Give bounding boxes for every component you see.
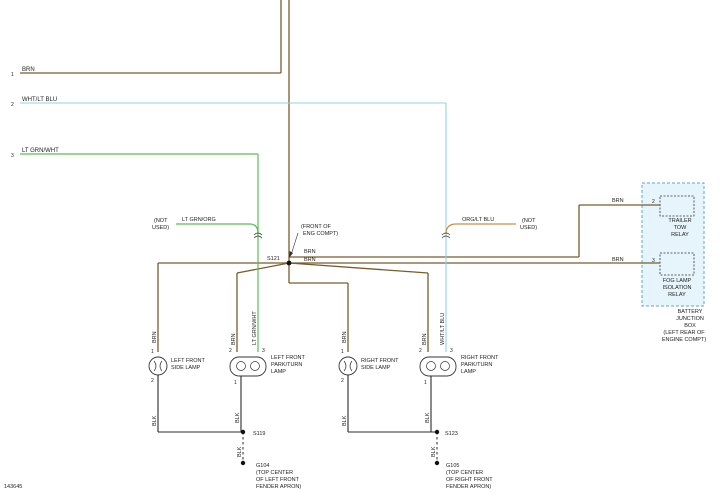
wht-lt-blu-wiring: [20, 102, 447, 352]
blk-ground-wiring: [157, 375, 437, 433]
lamp1-pin-top: 2: [229, 348, 232, 354]
lamp0-wire-top: BRN: [152, 331, 158, 343]
front-of-eng-arrow: [290, 232, 299, 256]
lamp2-wire-top: BRN: [342, 331, 348, 343]
front-of-eng-arrowhead: [289, 251, 293, 258]
lt-grn-org-stub: [176, 223, 259, 235]
jbox-line1: BATTERY: [678, 309, 703, 315]
ground-g105-line2: OF RIGHT FRONT: [446, 477, 493, 483]
blk-label-5: BLK: [425, 412, 431, 423]
lamp1-pin-bottom: 1: [234, 380, 237, 386]
relay2-line3: RELAY: [668, 292, 686, 298]
relay1-line1: TRAILER: [668, 218, 691, 224]
org-lt-blu-stub: [445, 223, 516, 235]
lamp3-line1: RIGHT FRONT: [461, 355, 499, 361]
jbox-wire2-label: BRN: [612, 257, 624, 263]
splice-s119-dot: [240, 429, 246, 435]
blk-label-1: BLK: [152, 415, 158, 426]
splice-s123-label: S123: [445, 431, 458, 437]
left-front-side-lamp: [148, 356, 168, 376]
ground-g104-id: G104: [256, 463, 269, 469]
right-front-park-turn-lamp: [419, 356, 457, 377]
lamp2-pin-top: 1: [341, 349, 344, 355]
brn-label-b: BRN: [304, 257, 316, 263]
relay2-line1: FOG LAMP: [663, 278, 692, 284]
splice-s119-label: S119: [253, 431, 265, 437]
lamp1-wire-top: BRN: [231, 333, 237, 345]
ground-g104-line3: FENDER APRON): [256, 484, 301, 490]
circuit-3-number: 3: [11, 153, 14, 159]
right-front-side-lamp: [338, 356, 358, 376]
front-of-eng-line2: ENG COMPT): [303, 231, 338, 237]
lamp3-wire-top: BRN: [422, 333, 428, 345]
circuit-2-label: WHT/LT BLU: [22, 97, 57, 103]
lamp3-line2: PARK/TURN: [461, 362, 492, 368]
lamp3-wire-top2: WHT/LT BLU: [440, 313, 446, 345]
relay2-pin: 3: [652, 258, 655, 264]
circuit-2-number: 2: [11, 102, 14, 108]
jbox-line3: BOX: [684, 323, 696, 329]
lamp3-line3: LAMP: [461, 369, 476, 375]
brn-label-a: BRN: [304, 249, 316, 255]
relay1-line3: RELAY: [671, 232, 689, 238]
circuit-1-label: BRN: [22, 67, 35, 73]
jbox-line5: ENGINE COMPT): [662, 337, 706, 343]
ground-g104-dot: [240, 460, 246, 466]
splice-s121-label: S121: [267, 256, 280, 262]
lamp3-pin-top: 2: [419, 348, 422, 354]
blk-label-6: BLK: [431, 446, 437, 457]
brn-wiring: [20, 0, 660, 352]
relay1-line2: TOW: [674, 225, 688, 231]
circuit-3-label: LT GRN/WHT: [22, 148, 59, 154]
lamp0-line2: SIDE LAMP: [171, 365, 201, 371]
not-used-left-wire: LT GRN/ORG: [182, 217, 216, 223]
lamp1-wire-top2: LT GRN/WHT: [252, 311, 258, 345]
not-used-left-line1: (NOT: [154, 218, 168, 224]
figure-number: 143645: [4, 484, 22, 490]
trailer-tow-relay-symbol: [659, 195, 695, 217]
ground-g105-line1: (TOP CENTER: [446, 470, 483, 476]
ground-g105-dot: [434, 460, 440, 466]
ground-g105-id: G105: [446, 463, 459, 469]
jbox-line4: (LEFT REAR OF: [663, 330, 705, 336]
lamp1-line1: LEFT FRONT: [271, 355, 305, 361]
blk-label-3: BLK: [237, 446, 243, 457]
splice-s121-dot: [286, 260, 292, 266]
lamp0-pin-bottom: 2: [151, 378, 154, 384]
lamp1-line3: LAMP: [271, 369, 286, 375]
relay1-pin: 2: [652, 199, 655, 205]
lt-grn-wht-wiring: [20, 153, 259, 352]
battery-junction-box: [641, 182, 705, 307]
blk-label-2: BLK: [235, 412, 241, 423]
lamp2-line2: SIDE LAMP: [361, 365, 391, 371]
lamp3-pin-bottom: 1: [424, 380, 427, 386]
not-used-right-line2: USED): [520, 225, 537, 231]
lamp1-pin-top2: 3: [262, 348, 265, 354]
ground-leads: [242, 432, 438, 462]
lamp2-line1: RIGHT FRONT: [361, 358, 399, 364]
relay2-line2: ISOLATION: [663, 285, 692, 291]
circuit-1-number: 1: [11, 72, 14, 78]
not-used-right-wire: ORG/LT BLU: [462, 217, 494, 223]
lamp0-pin-top: 1: [151, 349, 154, 355]
splice-s123-dot: [434, 429, 440, 435]
left-front-park-turn-lamp: [229, 356, 267, 377]
jbox-line2: JUNCTION: [676, 316, 704, 322]
ground-g105-line3: FENDER APRON): [446, 484, 491, 490]
ground-g104-line1: (TOP CENTER: [256, 470, 293, 476]
lamp1-line2: PARK/TURN: [271, 362, 302, 368]
lamp0-line1: LEFT FRONT: [171, 358, 205, 364]
connector-chevrons: [253, 232, 451, 239]
blk-label-4: BLK: [342, 415, 348, 426]
jbox-wire1-label: BRN: [612, 198, 624, 204]
front-of-eng-line1: (FRONT OF: [301, 224, 331, 230]
ground-g104-line2: OF LEFT FRONT: [256, 477, 300, 483]
lamp3-pin-top2: 3: [450, 348, 453, 354]
lamp2-pin-bottom: 2: [341, 378, 344, 384]
not-used-right-line1: (NOT: [522, 218, 536, 224]
not-used-left-line2: USED): [152, 225, 169, 231]
